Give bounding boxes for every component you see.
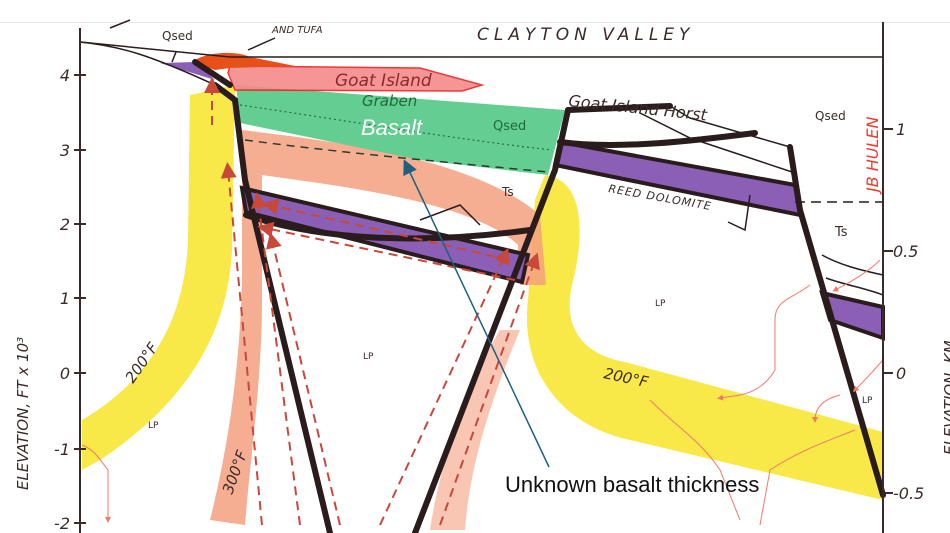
author-credit: JB HULEN <box>863 116 882 195</box>
right-tick-label: 0.5 <box>893 242 918 261</box>
fault-horst-east <box>787 144 886 498</box>
right-axis-label: ELEVATION, KM <box>941 340 950 455</box>
isotherm-200f-zone-left <box>82 85 235 470</box>
label-qsed-right: Qsed <box>815 109 846 123</box>
left-tick-label: 4 <box>60 66 70 85</box>
left-tick-label: 3 <box>60 141 70 160</box>
tufa-mound <box>192 52 295 70</box>
left-tick-label: 1 <box>60 289 70 308</box>
left-axis-label: ELEVATION, FT x 10³ <box>14 337 32 490</box>
label-goat-island: Goat Island <box>335 71 432 91</box>
right-tick-label: 1 <box>896 120 906 139</box>
top-margin <box>0 0 950 23</box>
label-basalt: Basalt <box>361 115 423 140</box>
diagram-title: CLAYTON VALLEY <box>477 25 694 45</box>
label-goat-island-horst: Goat Island Horst <box>568 91 709 125</box>
label-and-tufa: AND TUFA <box>271 25 323 36</box>
fault-graben-east <box>412 107 571 533</box>
left-tick-label: -2 <box>54 514 70 533</box>
left-tick-label: 0 <box>60 364 70 383</box>
label-graben: Graben <box>362 92 417 110</box>
graben-basalt-unit <box>236 85 565 175</box>
left-tick-label: -1 <box>54 440 70 459</box>
fault-west <box>212 82 333 533</box>
label-lp: LP <box>862 396 873 406</box>
right-elevation-axis: 1 0.5 0 -0.5 ELEVATION, KM <box>882 22 950 533</box>
left-elevation-axis: 4 3 2 1 0 -1 -2 ELEVATION, FT x 10³ <box>14 28 86 533</box>
right-tick-label: -0.5 <box>893 484 924 503</box>
label-ts-left: Ts <box>501 185 514 199</box>
label-lp: LP <box>655 299 666 309</box>
label-qsed: Qsed <box>162 29 193 43</box>
label-qsed-graben: Qsed <box>493 119 526 134</box>
right-tick-label: 0 <box>896 364 906 383</box>
label-lp: LP <box>148 421 159 431</box>
label-lp: LP <box>363 352 374 362</box>
isotherm-300f-zone-right <box>430 330 520 530</box>
annotation-pointer-line <box>403 159 550 468</box>
annotation-unknown-basalt-thickness: Unknown basalt thickness <box>505 472 759 497</box>
isotherm-200f-zone-right <box>526 175 883 500</box>
label-ts-right: Ts <box>834 225 848 240</box>
left-tick-label: 2 <box>60 215 70 234</box>
